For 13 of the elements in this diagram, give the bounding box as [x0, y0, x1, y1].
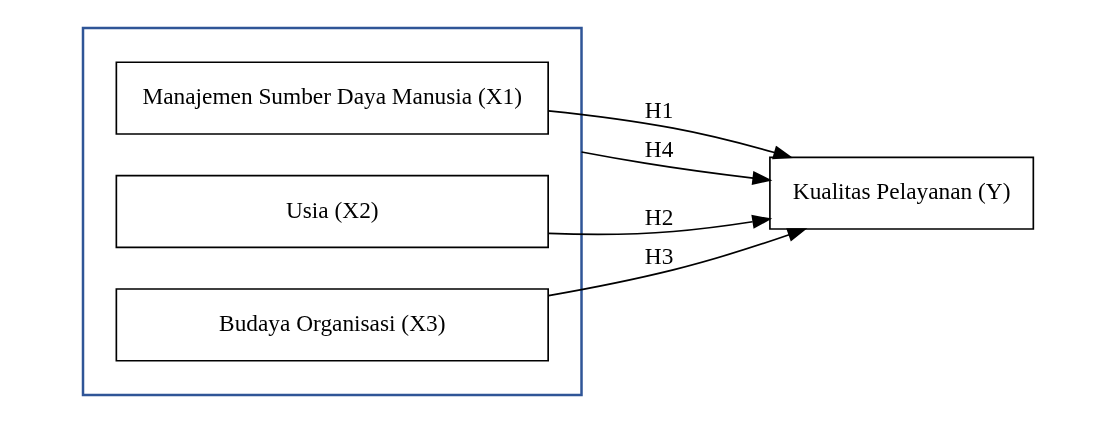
- node-box: Manajemen Sumber Daya Manusia (X1): [115, 61, 549, 135]
- node-box: Kualitas Pelayanan (Y): [769, 156, 1035, 230]
- arrow: [547, 110, 794, 160]
- edge-label: H4: [644, 135, 674, 162]
- arrow: [547, 214, 773, 236]
- arrow: [547, 228, 808, 297]
- edge-label: H1: [644, 97, 674, 124]
- cluster: [81, 26, 583, 397]
- edge-label: H2: [644, 204, 674, 231]
- edge-label: H3: [644, 242, 674, 269]
- node-box: Budaya Organisasi (X3): [115, 288, 549, 362]
- arrow: [580, 151, 773, 186]
- node-box: Usia (X2): [115, 174, 549, 249]
